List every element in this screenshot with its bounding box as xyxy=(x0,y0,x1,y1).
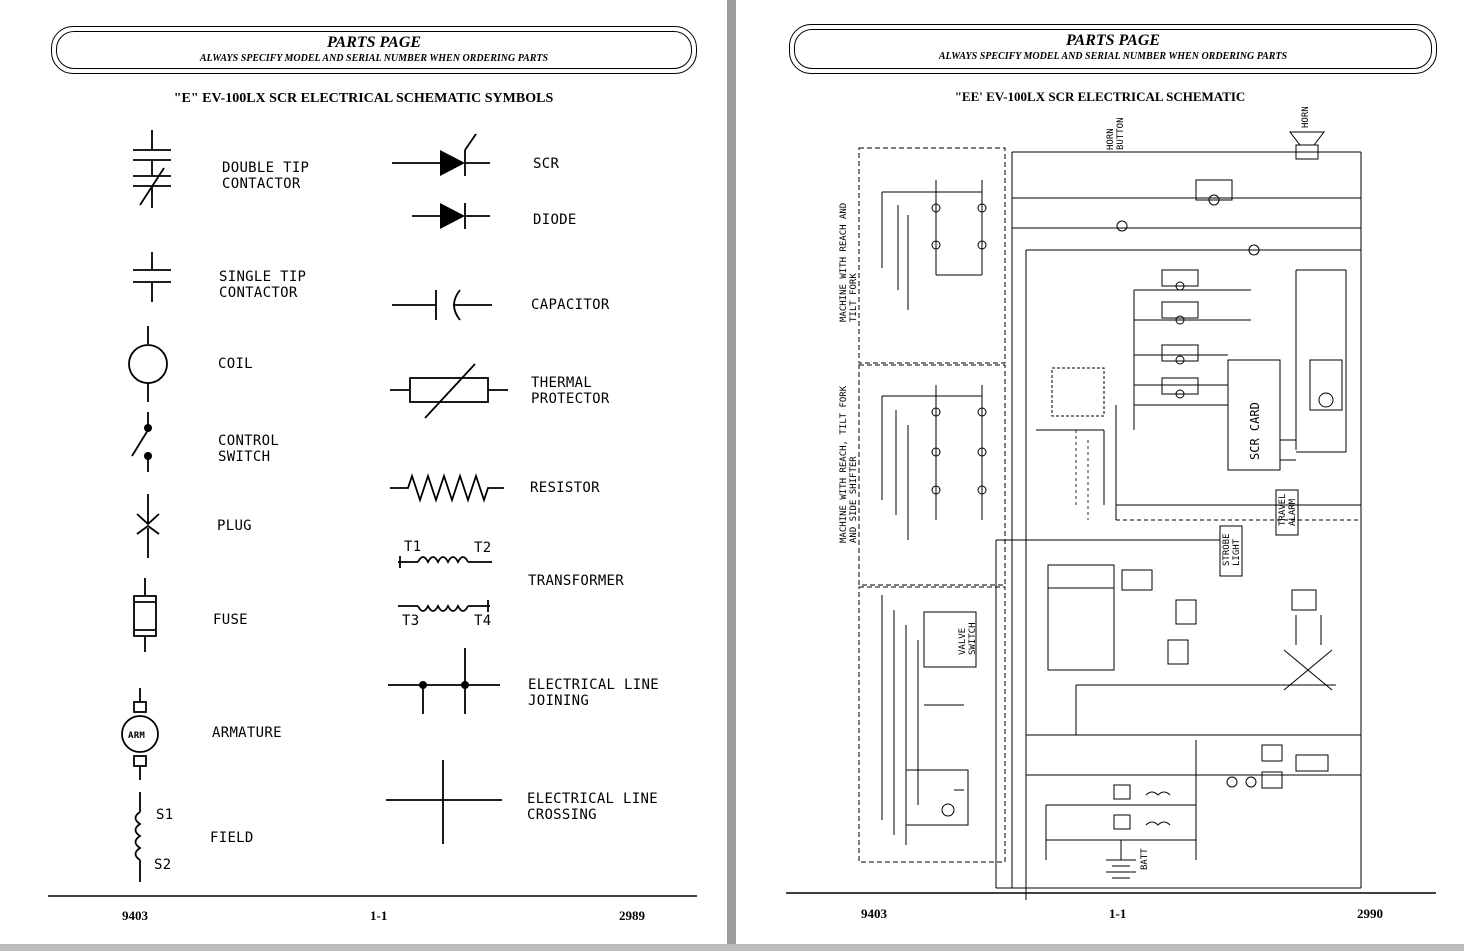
label-reach-tilt-side-option: MACHINE WITH REACH, TILT FORK AND SIDE S… xyxy=(839,385,859,543)
banner-title-right: PARTS PAGE xyxy=(1065,32,1161,49)
field-symbol xyxy=(134,792,142,882)
label-fuse: FUSE xyxy=(213,612,248,628)
symbol-drawings xyxy=(48,130,697,897)
label-field-s1: S1 xyxy=(156,807,174,823)
line-crossing-symbol xyxy=(386,760,502,844)
label-field: FIELD xyxy=(210,830,254,846)
scr-symbol xyxy=(392,133,490,176)
label-armature: ARMATURE xyxy=(212,725,282,741)
symbols-page-title: "E" EV-100LX SCR ELECTRICAL SCHEMATIC SY… xyxy=(173,91,554,106)
label-field-s2: S2 xyxy=(154,857,172,873)
label-t3: T3 xyxy=(402,613,420,629)
valve-switch-label: VALVE SWITCH xyxy=(958,622,978,655)
label-plug: PLUG xyxy=(217,518,252,534)
label-t4: T4 xyxy=(474,613,492,629)
page-gutter xyxy=(727,0,736,951)
footer-right-code-right: 2990 xyxy=(1357,906,1383,921)
label-thermal-protector: THERMAL PROTECTOR xyxy=(531,375,610,407)
horn-label: HORN xyxy=(1301,106,1311,128)
label-transformer: TRANSFORMER xyxy=(528,573,625,589)
electrical-schematic xyxy=(786,131,1436,900)
footer-left-code: 9403 xyxy=(122,908,148,923)
thermal-protector-symbol xyxy=(390,363,508,419)
coil-symbol xyxy=(128,326,168,402)
label-t2: T2 xyxy=(474,540,492,556)
label-capacitor: CAPACITOR xyxy=(531,297,610,313)
label-line-joining: ELECTRICAL LINE JOINING xyxy=(528,677,659,709)
control-switch-symbol xyxy=(131,412,149,472)
label-t1: T1 xyxy=(404,539,422,555)
scr-card-label: SCR CARD xyxy=(1248,402,1262,460)
banner-title: PARTS PAGE xyxy=(326,34,422,51)
battery-label: BATT xyxy=(1140,848,1150,870)
strobe-light-label: STROBE LIGHT xyxy=(1222,533,1242,566)
right-page: PARTS PAGE ALWAYS SPECIFY MODEL AND SERI… xyxy=(736,0,1464,944)
label-diode: DIODE xyxy=(533,212,577,228)
label-scr: SCR xyxy=(533,156,560,172)
banner-subtitle: ALWAYS SPECIFY MODEL AND SERIAL NUMBER W… xyxy=(199,53,549,64)
capacitor-symbol xyxy=(392,289,492,321)
footer-page-number-right: 1-1 xyxy=(1109,906,1127,921)
plug-symbol xyxy=(136,494,160,558)
footer-left-code-right: 9403 xyxy=(861,906,887,921)
travel-alarm-label: TRAVEL ALARM xyxy=(1278,493,1298,526)
footer-page-number: 1-1 xyxy=(370,908,388,923)
line-joining-symbol xyxy=(388,648,500,714)
resistor-symbol xyxy=(390,473,504,503)
armature-symbol xyxy=(121,688,159,780)
viewer-bottom-strip xyxy=(0,944,1464,951)
single-tip-contactor-symbol xyxy=(133,252,171,302)
left-page: PARTS PAGE ALWAYS SPECIFY MODEL AND SERI… xyxy=(0,0,727,944)
label-resistor: RESISTOR xyxy=(530,480,600,496)
parts-page-banner-right: PARTS PAGE ALWAYS SPECIFY MODEL AND SERI… xyxy=(789,24,1437,74)
label-reach-tilt-option: MACHINE WITH REACH AND TILT FORK xyxy=(839,202,859,322)
armature-tag: ARM xyxy=(128,731,146,741)
double-tip-contactor-symbol xyxy=(133,130,171,208)
label-control-switch: CONTROL SWITCH xyxy=(218,433,280,465)
horn-button-label: HORN BUTTON xyxy=(1106,117,1126,150)
fuse-symbol xyxy=(133,578,157,652)
label-coil: COIL xyxy=(218,356,253,372)
label-double-tip-contactor: DOUBLE TIP CONTACTOR xyxy=(222,160,310,192)
label-single-tip-contactor: SINGLE TIP CONTACTOR xyxy=(219,269,307,301)
label-line-crossing: ELECTRICAL LINE CROSSING xyxy=(527,791,658,823)
banner-subtitle-right: ALWAYS SPECIFY MODEL AND SERIAL NUMBER W… xyxy=(938,51,1288,62)
schematic-title: "EE' EV-100LX SCR ELECTRICAL SCHEMATIC xyxy=(954,89,1246,104)
parts-page-banner: PARTS PAGE ALWAYS SPECIFY MODEL AND SERI… xyxy=(51,26,697,74)
transformer-symbol xyxy=(398,556,492,612)
footer-right-code: 2989 xyxy=(619,908,645,923)
